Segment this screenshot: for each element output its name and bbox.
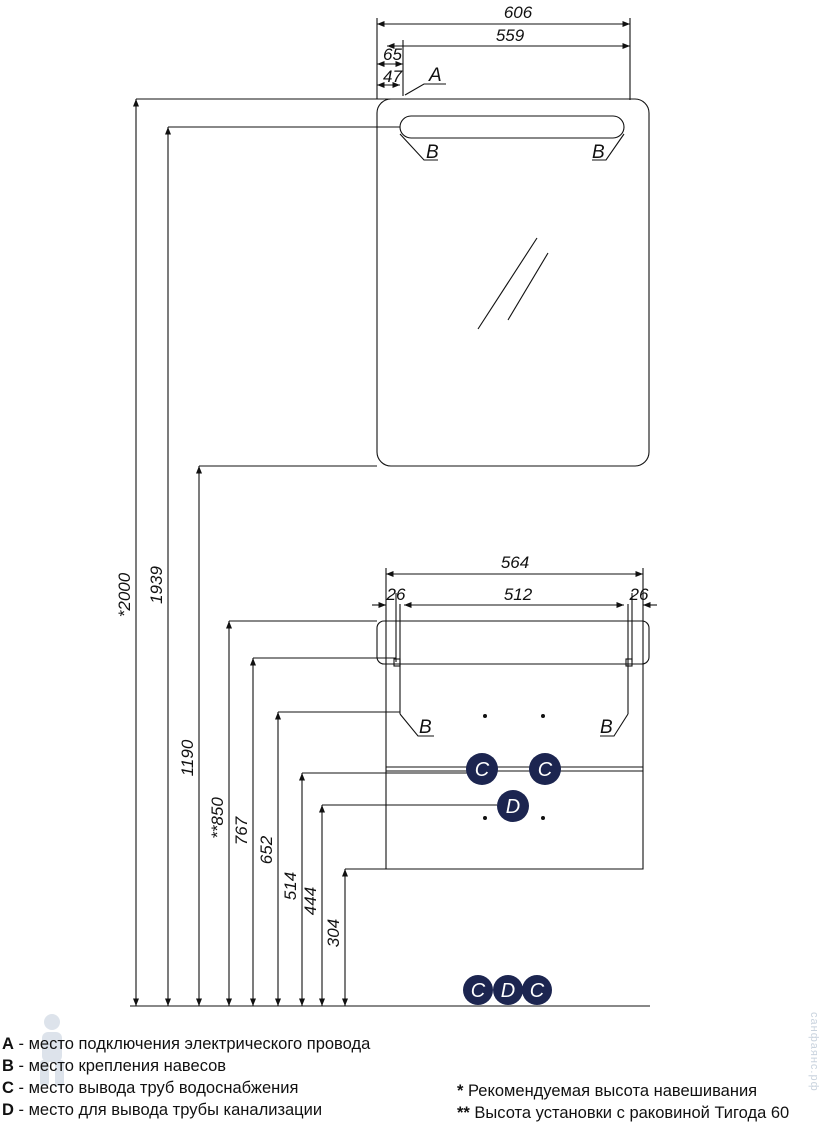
legend-notes: * Рекомендуемая высота навешивания ** Вы… [457,1080,789,1124]
legend-item-d: D - место для вывода трубы канализации [2,1101,323,1119]
dim-47: 47 [383,67,402,86]
watermark-text: санфаянс.рф [808,1012,820,1092]
dim-559: 559 [496,26,525,45]
legend-item-a: A - место подключения электрического про… [2,1035,371,1053]
point-a-label: A [428,65,442,86]
mirror-glare-1 [477,237,538,330]
water-outlet-marker-right: C [529,753,561,785]
water-outlet-marker-left: C [466,753,498,785]
dim-444: 444 [301,887,320,915]
dim-26-right: 26 [629,585,649,604]
point-a-leader [404,83,446,96]
dim-1190: 1190 [178,739,197,776]
note-install-height: ** Высота установки с раковиной Тигода 6… [457,1104,790,1122]
mirror-glare-2 [507,252,549,321]
legend-list: A - место подключения электрического про… [2,1033,370,1121]
legend-item-c: C - место вывода труб водоснабжения [2,1079,299,1097]
cabinet-hinge-left [399,713,434,737]
mirror-light-slot [399,115,625,139]
dim-512: 512 [504,585,533,604]
cabinet-hinge-right [600,713,629,737]
cabinet-hinge-right-label: B [600,717,613,738]
plumber-watermark-icon [40,1014,64,1086]
mirror-outline [376,98,650,467]
svg-text:C: C [475,759,490,781]
mirror-hinge-right [592,133,625,161]
mirror-hinge-right-label: B [592,142,605,163]
svg-text:D: D [501,980,515,1002]
dim-767: 767 [232,816,251,845]
mirror-hinge-left [399,133,438,161]
drain-outlet-marker: D [497,790,529,822]
floor-drain-marker: D [493,975,523,1005]
dim-514: 514 [281,872,300,900]
dim-26-left: 26 [386,585,406,604]
dim-606: 606 [504,3,533,22]
dim-652: 652 [257,835,276,864]
svg-text:C: C [530,980,545,1002]
sink-top [376,620,650,665]
dim-1939: 1939 [147,566,166,604]
dim-2000: *2000 [115,572,134,617]
note-recommended-height: * Рекомендуемая высота навешивания [457,1082,758,1100]
dim-564: 564 [501,553,529,572]
svg-text:D: D [506,796,520,818]
mirror-hinge-left-label: B [426,142,439,163]
dim-850: **850 [208,797,227,839]
cabinet-hinge-left-label: B [419,717,432,738]
svg-text:C: C [538,759,553,781]
floor-water-marker-left: C [463,975,493,1005]
dim-65: 65 [383,45,402,64]
floor-water-marker-right: C [522,975,552,1005]
svg-text:C: C [471,980,486,1002]
legend-item-b: B - место крепления навесов [2,1057,227,1075]
dim-304: 304 [324,919,343,947]
